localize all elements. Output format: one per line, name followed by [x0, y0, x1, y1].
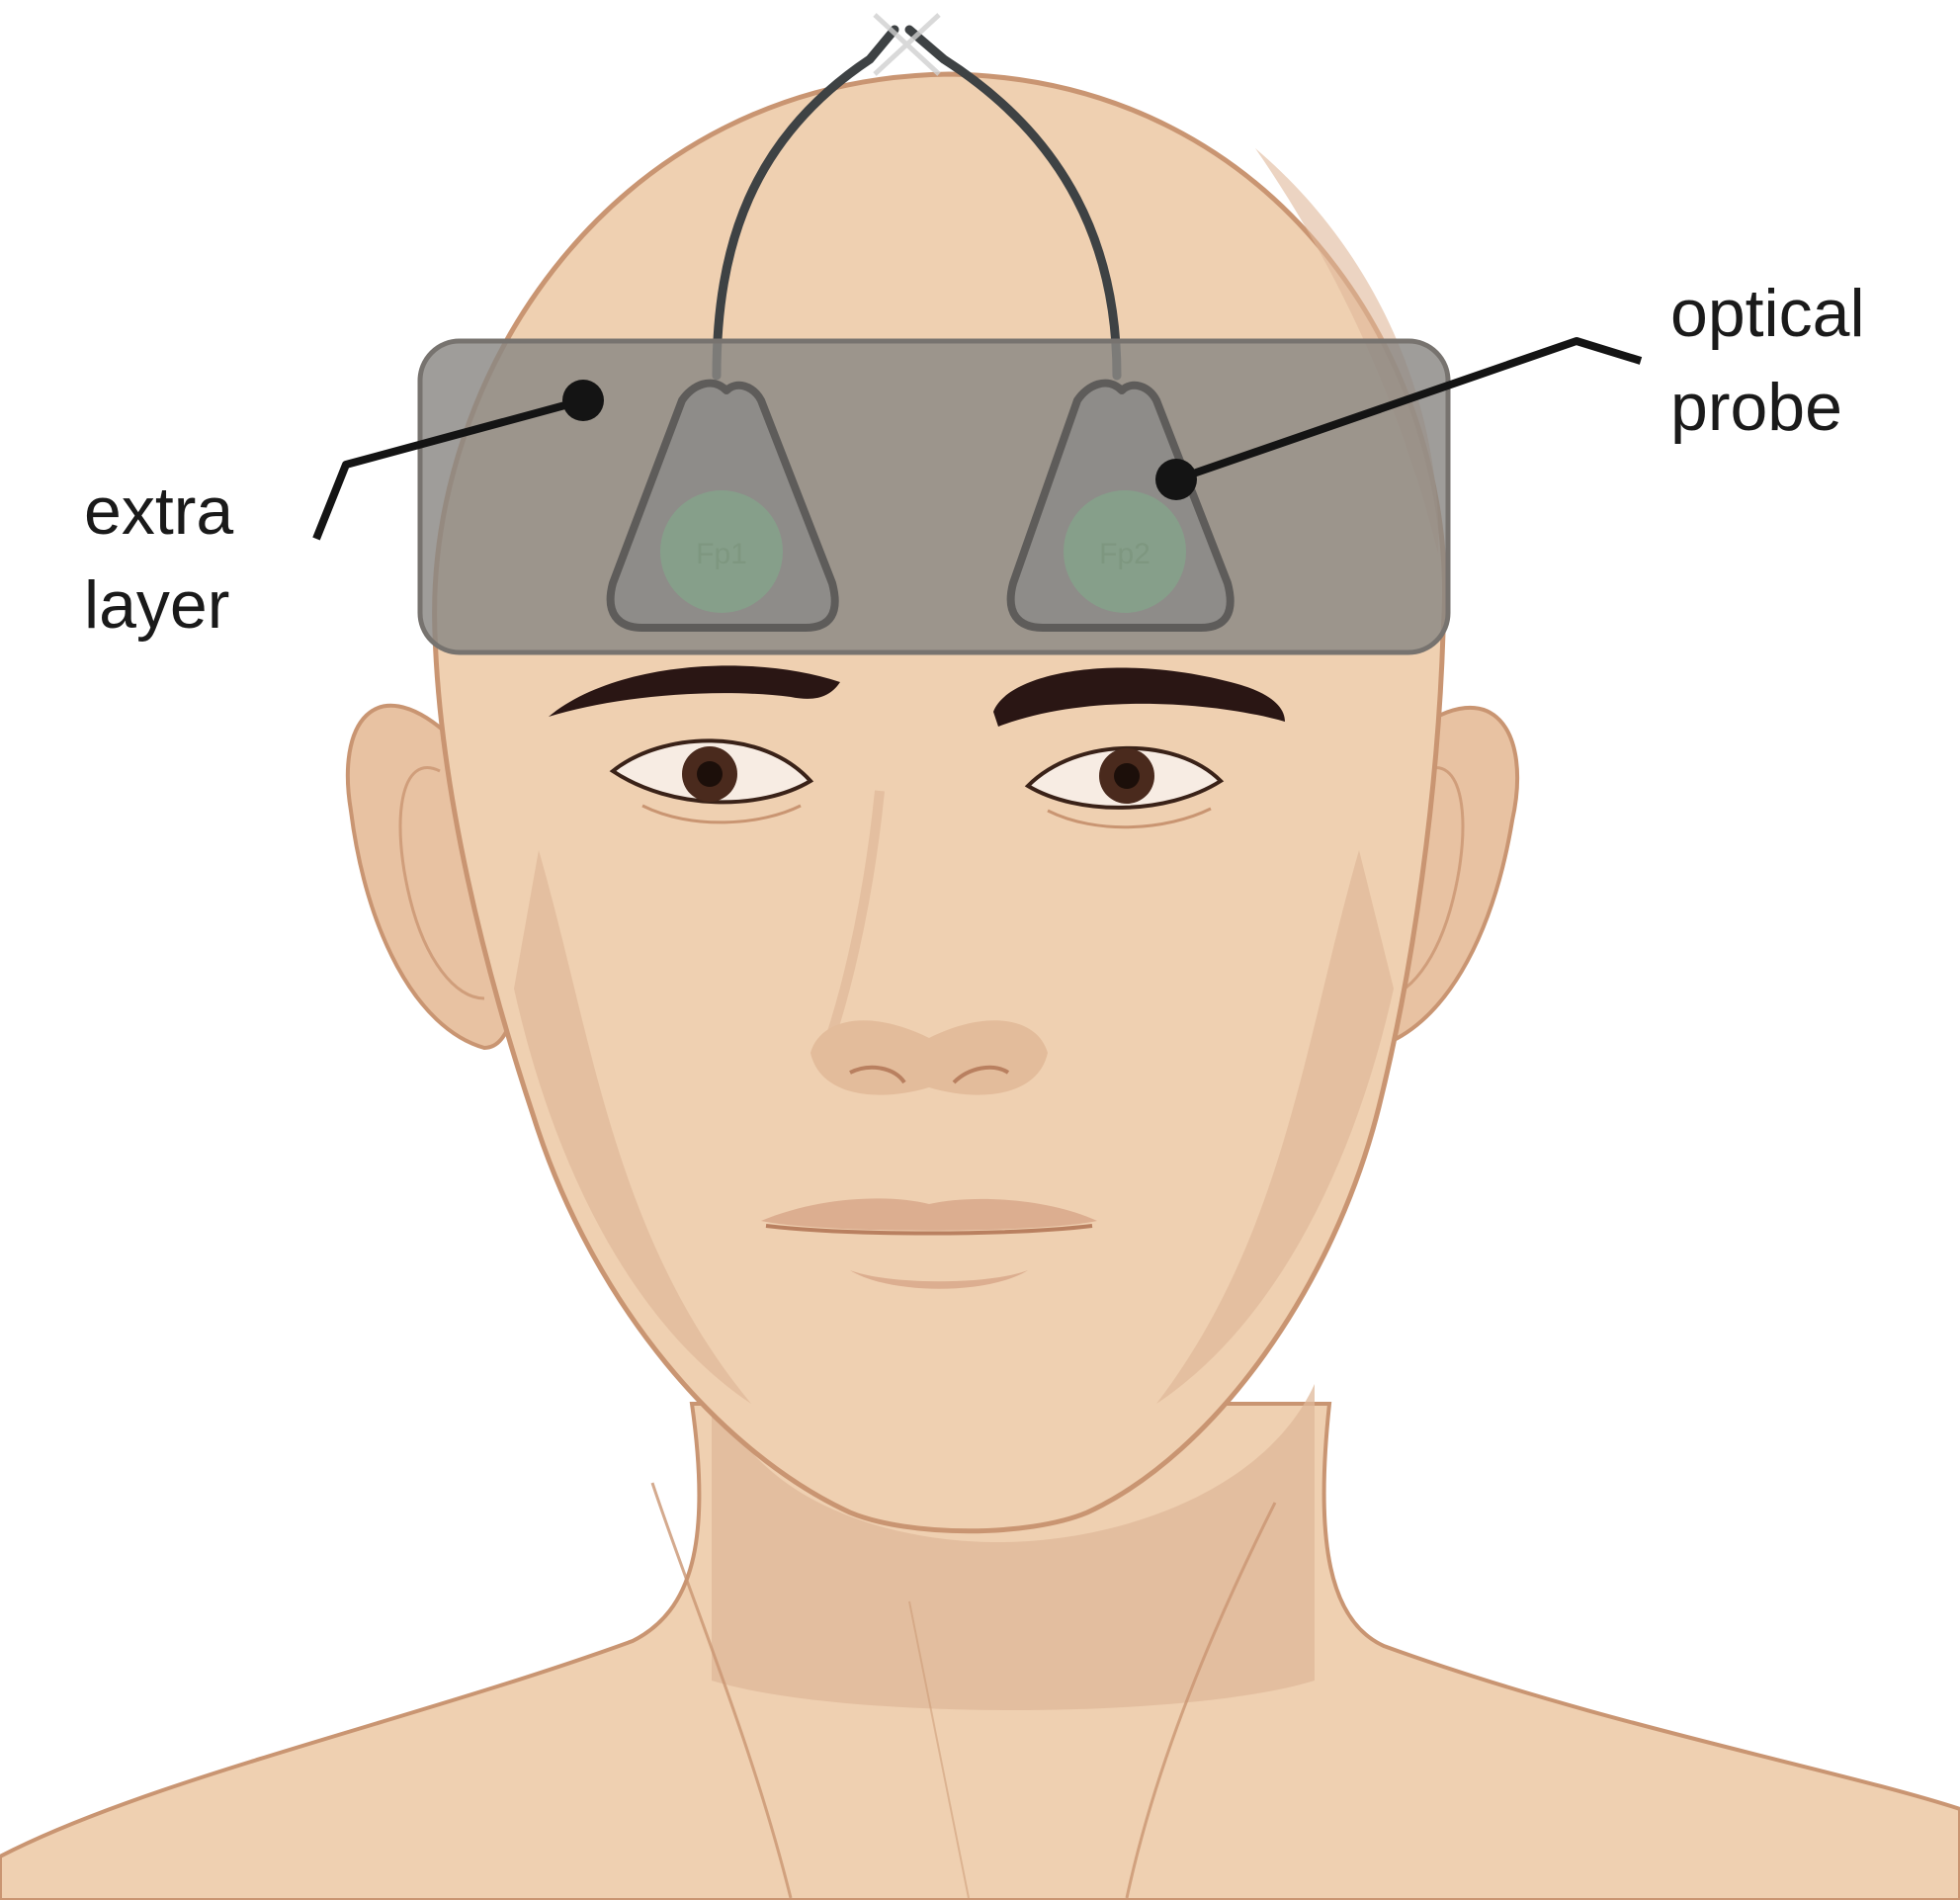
cable-fade-cross — [873, 13, 941, 76]
left-lower-lid — [641, 804, 802, 824]
right-lower-lid — [1047, 807, 1212, 829]
probe-cables — [712, 13, 1122, 381]
right-ear-inner — [1378, 766, 1465, 1000]
nose-bridge-shadow — [825, 790, 885, 1040]
leader-extra-layer — [312, 396, 585, 541]
label-extra-layer: extra layer — [84, 474, 233, 643]
nostril-right — [952, 1065, 1010, 1084]
leader-dot-optical-probe — [1155, 459, 1197, 500]
sensor-fp2 — [1064, 490, 1186, 613]
nostril-left — [849, 1065, 906, 1084]
upper-lip — [761, 1198, 1097, 1231]
neck-muscle-mid — [908, 1600, 970, 1899]
sensor-fp1 — [660, 490, 783, 613]
leader-optical-probe — [1174, 337, 1643, 483]
right-eyebrow — [993, 667, 1285, 727]
left-eyebrow — [549, 665, 840, 717]
left-ear-inner — [398, 766, 485, 1000]
label-extra-layer-line1: extra — [84, 474, 233, 549]
eyebrows — [549, 665, 1285, 727]
lip-line — [765, 1224, 1093, 1236]
neck-muscle-left — [650, 1482, 793, 1899]
neck-shadow — [712, 1384, 1315, 1710]
head-outline — [432, 71, 1447, 1534]
eyes — [609, 738, 1225, 829]
cable-right — [904, 25, 1122, 381]
probe-label-fp1: Fp1 — [696, 538, 747, 570]
nose-tip — [810, 1020, 1048, 1095]
leader-lines — [312, 337, 1643, 541]
left-pupil — [697, 761, 723, 787]
cheek-shadow-left — [514, 850, 751, 1404]
label-optical-probe-line1: optical — [1670, 276, 1865, 351]
cable-left — [712, 25, 899, 381]
optical-probe-fp2: Fp2 — [1006, 379, 1235, 632]
leader-dot-extra-layer — [562, 380, 604, 421]
cheek-shadow-right — [1156, 850, 1394, 1404]
nose — [810, 790, 1048, 1095]
optical-probe-fp1: Fp1 — [606, 379, 839, 632]
right-pupil — [1114, 763, 1140, 789]
head — [432, 71, 1447, 1534]
probe-label-fp2: Fp2 — [1099, 538, 1150, 570]
label-optical-probe: optical probe — [1670, 276, 1865, 445]
mouth — [761, 1198, 1097, 1289]
lower-lip — [850, 1270, 1028, 1289]
label-extra-layer-line2: layer — [84, 567, 229, 643]
neck-shoulders — [0, 1384, 1960, 1900]
label-optical-probe-line2: probe — [1670, 370, 1842, 445]
neck-muscle-right — [1125, 1502, 1277, 1899]
